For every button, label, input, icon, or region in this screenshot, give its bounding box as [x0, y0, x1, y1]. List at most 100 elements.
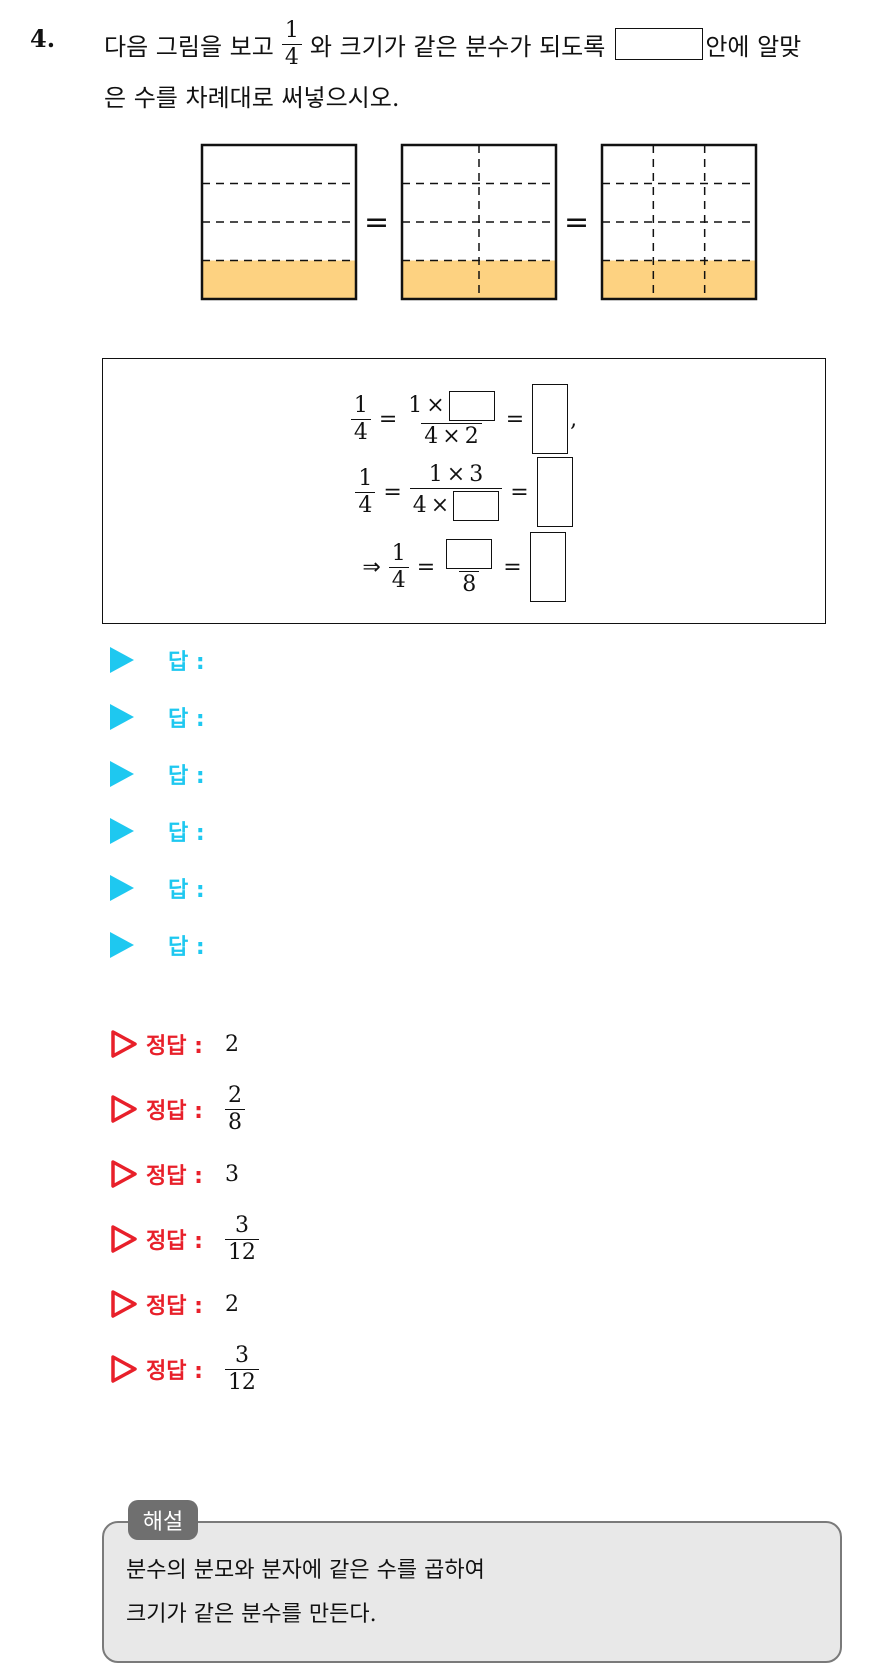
outline-triangle-icon [111, 1355, 137, 1383]
diagram-shaded-region [402, 260, 556, 299]
row2-equals-2: = [510, 479, 529, 505]
diagram-shaded-region [202, 260, 356, 299]
row2-blank-result [536, 457, 573, 527]
play-triangle-icon [110, 761, 134, 787]
play-triangle-icon [110, 818, 134, 844]
answer-row: 답 : [110, 697, 205, 737]
answer-key-label: 정답 : [146, 1359, 203, 1384]
answer-row: 답 : [110, 868, 205, 908]
formula-row-2: 1 4 = 1 × 3 4 × = [103, 455, 825, 529]
play-triangle-icon [110, 647, 134, 673]
answer-key-row: 정답 : 3 [110, 1144, 239, 1204]
row1-equals-2: = [505, 406, 525, 432]
row3-blank-numerator [446, 538, 493, 569]
row3-equals-1: = [416, 554, 436, 580]
row2-equals-1: = [383, 479, 402, 505]
question-fraction-denominator: 4 [281, 43, 302, 69]
row1-mid-den-a: 4 [424, 423, 439, 449]
figure-equals-2: = [564, 205, 590, 240]
row3-left-num: 1 [391, 540, 406, 566]
row1-left-num: 1 [353, 392, 368, 418]
fraction-figure [200, 143, 758, 301]
explanation-line-1: 분수의 분모와 분자에 같은 수를 곱하여 [126, 1558, 485, 1583]
row1-comma: , [570, 406, 578, 432]
answer-key-label: 정답 : [146, 1294, 203, 1319]
row3-blank-result [529, 532, 566, 602]
row1-blank-numerator [448, 390, 495, 421]
row1-left-den: 4 [350, 418, 371, 444]
question-fraction: 1 4 [281, 17, 302, 69]
answer-key-numerator: 2 [227, 1082, 242, 1108]
answer-key-row: 정답 : 3 12 [110, 1209, 259, 1269]
answer-key-row: 정답 : 2 8 [110, 1079, 245, 1139]
answer-row: 답 : [110, 640, 205, 680]
row2-mid-den-value: 4 [412, 492, 427, 518]
formula-row-3: ⇒ 1 4 = 8 = [103, 529, 825, 605]
answer-key-label: 정답 : [146, 1229, 203, 1254]
row1-times-bottom: × [442, 423, 461, 449]
answer-key-numerator: 3 [234, 1342, 249, 1368]
row2-mid-num-a: 1 [428, 461, 443, 487]
row3-mid-den: 8 [459, 570, 480, 596]
answer-key-label: 정답 : [146, 1164, 203, 1189]
question-text-before: 다음 그림을 보고 [104, 32, 274, 61]
formula-row-1: 1 4 = 1 × 4 × 2 = , [103, 381, 825, 457]
answer-label: 답 : [168, 707, 205, 732]
outline-triangle-icon [111, 1030, 137, 1058]
row2-mid-num: 1 × 3 [426, 461, 486, 488]
row2-mid-fraction: 1 × 3 4 × [409, 461, 503, 521]
answer-key-fraction: 2 8 [224, 1082, 245, 1134]
row1-mid-den: 4 × 2 [421, 422, 482, 449]
row3-left-den: 4 [388, 566, 409, 592]
row3-equals-2: = [503, 554, 522, 580]
question-number: 4. [30, 24, 56, 53]
answer-key-value: 3 [224, 1161, 239, 1187]
question-text-line1: 다음 그림을 보고 1 4 와 크기가 같은 분수가 되도록 안에 알맞 [104, 14, 801, 74]
row2-blank-denominator [453, 490, 500, 521]
answer-key-denominator: 12 [224, 1238, 259, 1264]
answer-label: 답 : [168, 821, 205, 846]
diagram-outline [600, 143, 758, 301]
row1-mid-num: 1 × [405, 390, 497, 423]
answer-blank-box [615, 28, 704, 60]
explanation-tag: 해설 [128, 1500, 198, 1540]
outline-triangle-icon [111, 1160, 137, 1188]
outline-triangle-icon [111, 1095, 137, 1123]
row1-mid-num-value: 1 [408, 392, 423, 418]
answer-row: 답 : [110, 754, 205, 794]
row2-times-top: × [446, 461, 466, 487]
answer-key-value: 2 [224, 1031, 239, 1057]
diagram-shaded-region [602, 260, 756, 299]
question-text-line2: 은 수를 차례대로 써넣으시오. [104, 84, 400, 112]
row2-mid-num-b: 3 [469, 461, 484, 487]
question-text-after: 와 크기가 같은 분수가 되도록 [309, 32, 606, 61]
row1-mid-den-b: 2 [464, 423, 479, 449]
question-fraction-numerator: 1 [284, 17, 299, 43]
row2-mid-den: 4 × [409, 487, 503, 521]
formula-box: 1 4 = 1 × 4 × 2 = , 1 4 = 1 [102, 358, 826, 624]
row2-left-num: 1 [358, 465, 373, 491]
answer-label: 답 : [168, 764, 205, 789]
answer-key-fraction: 3 12 [224, 1214, 259, 1264]
answer-key-fraction: 3 12 [224, 1342, 259, 1394]
row2-times-bottom: × [430, 492, 450, 518]
outline-triangle-icon [111, 1290, 137, 1318]
row1-mid-fraction: 1 × 4 × 2 [405, 390, 497, 449]
row3-arrow-icon: ⇒ [362, 554, 381, 580]
answer-key-denominator: 8 [224, 1108, 245, 1134]
play-triangle-icon [110, 932, 134, 958]
row1-times-top: × [426, 392, 445, 418]
row1-blank-result [532, 384, 569, 454]
row2-left-fraction: 1 4 [355, 465, 376, 517]
question-text-after-blank: 안에 알맞 [705, 32, 802, 61]
row2-left-den: 4 [355, 491, 376, 517]
row3-left-fraction: 1 4 [388, 540, 409, 592]
diagram-outline [400, 143, 558, 301]
answer-key-label: 정답 : [146, 1034, 203, 1059]
explanation-line-2: 크기가 같은 분수를 만든다. [126, 1602, 377, 1627]
outline-triangle-icon [111, 1225, 137, 1253]
row3-mid-num [443, 538, 495, 571]
play-triangle-icon [110, 704, 134, 730]
answer-key-denominator: 12 [224, 1368, 259, 1394]
row1-left-fraction: 1 4 [350, 392, 371, 444]
